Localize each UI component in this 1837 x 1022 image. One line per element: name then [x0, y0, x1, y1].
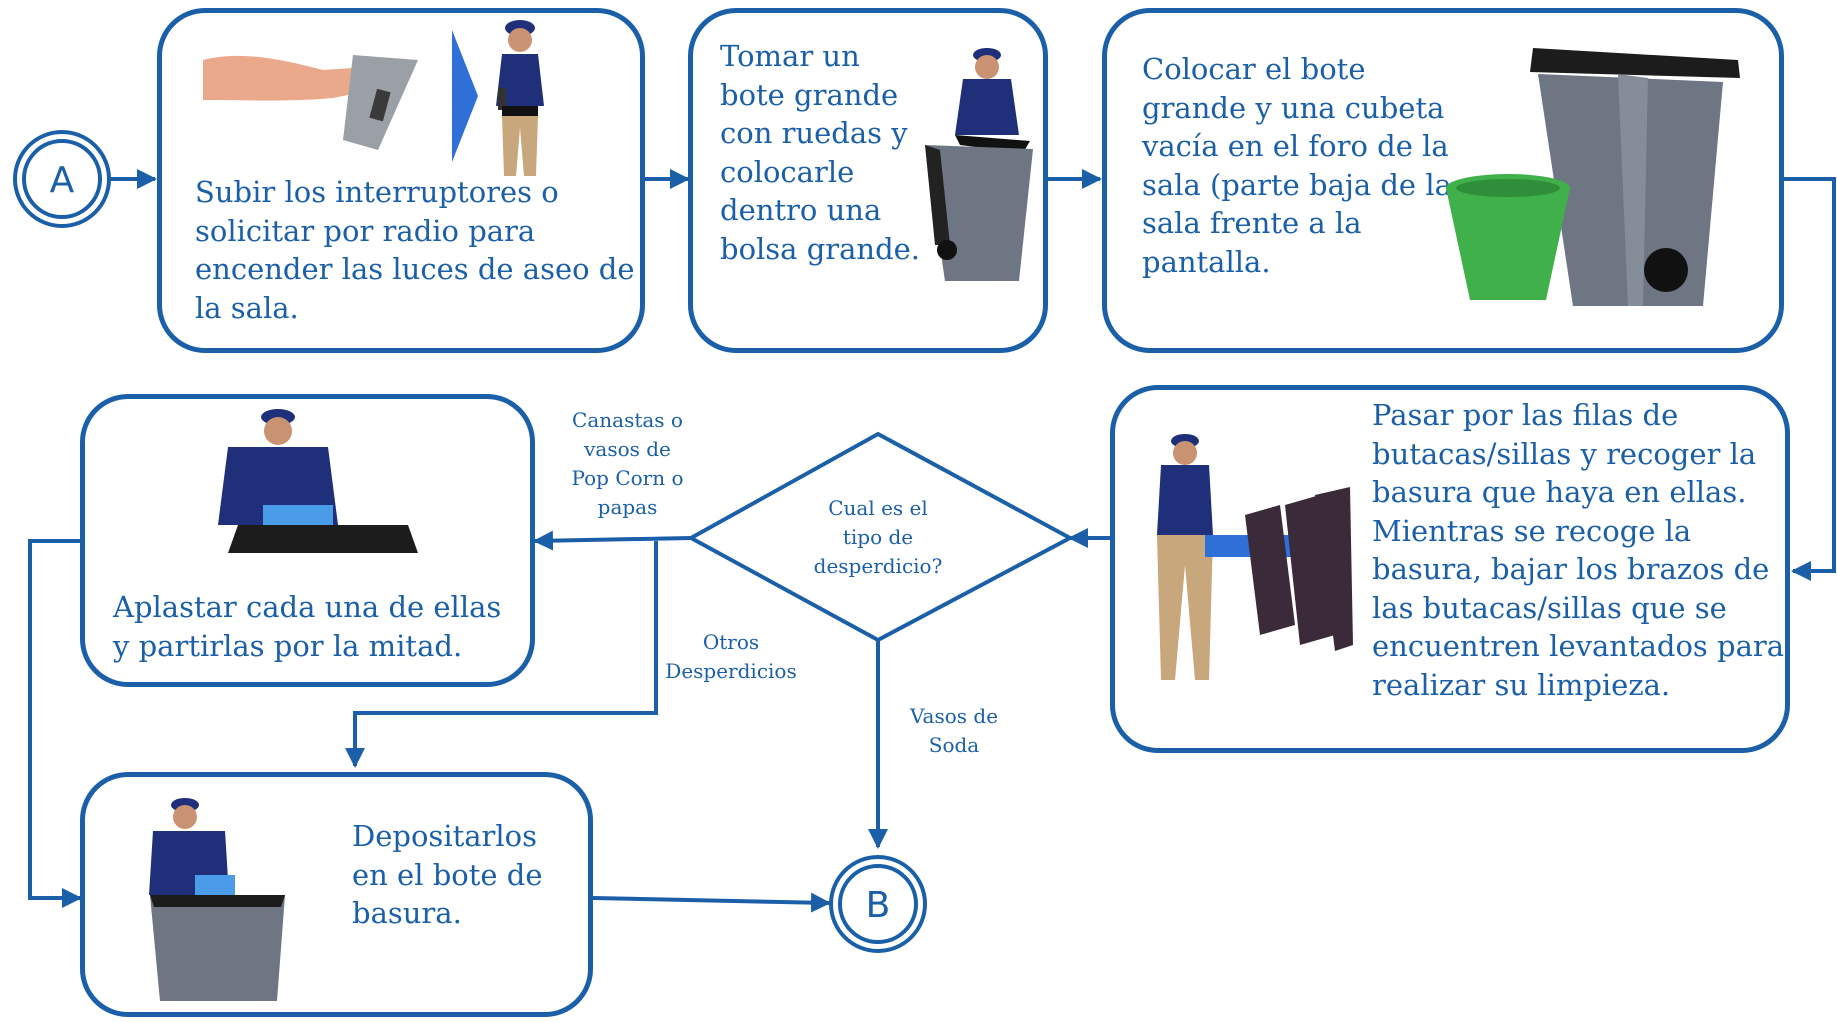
step-lights-text: Subir los interruptores o solicitar por …: [195, 175, 635, 325]
step-rows-text: Pasar por las filas de butacas/sillas y …: [1372, 398, 1785, 702]
arrow-deposit-to-b: [592, 892, 831, 913]
hand-switch-illustration: [203, 55, 418, 150]
worker-picking-trash-in-seats-illustration: [1157, 434, 1353, 680]
step-rows-box: [1110, 385, 1790, 753]
worker-with-wheeled-bin-illustration: [925, 48, 1033, 281]
decision-question: Cual es el tipo de desperdicio?: [813, 496, 943, 578]
step-deposit-text: Depositarlos en el bote de basura.: [352, 819, 543, 930]
connector-a: A: [13, 130, 111, 228]
connector-a-label: A: [50, 160, 75, 201]
gray-bin-and-green-bucket-illustration: [1446, 48, 1740, 306]
branch-label-other-waste: Otros Desperdicios: [665, 630, 797, 683]
arrow-decision-to-deposit: [345, 541, 658, 768]
arrow-place-bin-to-rows: [1784, 177, 1836, 581]
worker-depositing-trash-illustration: [149, 798, 285, 1001]
branch-label-popcorn: Canastas o vasos de Pop Corn o papas: [571, 408, 684, 519]
arrow-crush-to-deposit: [28, 539, 82, 908]
arrow-decision-to-crush: [533, 530, 692, 551]
step-crush-text: Aplastar cada una de ellas y partirlas p…: [113, 590, 502, 663]
worker-crushing-containers-illustration: [218, 409, 418, 553]
step-take-bin-text: Tomar un bote grande con ruedas y coloca…: [720, 39, 921, 266]
step-place-bin-text: Colocar el bote grande y una cubeta vací…: [1142, 52, 1452, 279]
lights-direction-icon: [452, 30, 478, 162]
decision-diamond: [686, 431, 1075, 643]
connector-b: B: [829, 855, 927, 953]
connector-b-label: B: [866, 885, 891, 926]
branch-label-soda-cups: Vasos de Soda: [909, 704, 999, 757]
worker-with-radio-illustration: [496, 20, 544, 176]
